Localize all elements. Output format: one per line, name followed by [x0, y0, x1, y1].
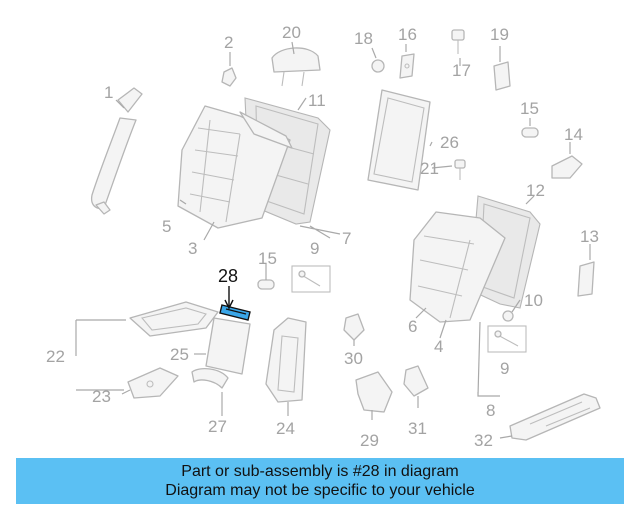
label-27: 27 [208, 417, 227, 436]
part-31-bracket[interactable] [403, 365, 429, 397]
label-28-highlighted: 28 [218, 266, 238, 286]
label-29: 29 [360, 431, 379, 450]
part-17-bolt[interactable] [451, 29, 465, 54]
label-30: 30 [344, 349, 363, 368]
label-9a: 9 [310, 239, 319, 258]
part-1-side-trim[interactable] [90, 87, 143, 215]
label-25: 25 [170, 345, 189, 364]
label-9b: 9 [500, 359, 509, 378]
part-24-armrest-housing[interactable] [265, 317, 307, 403]
label-1: 1 [104, 83, 113, 102]
label-5: 5 [162, 217, 171, 236]
part-30-bracket[interactable] [343, 313, 365, 341]
right-seat-back-assembly[interactable] [409, 195, 541, 323]
label-11: 11 [308, 91, 326, 110]
part-10-nut[interactable] [502, 310, 514, 322]
part-21-bolt[interactable] [454, 159, 466, 180]
label-6: 6 [408, 317, 417, 336]
part-14-hinge[interactable] [551, 155, 583, 179]
part-29-bracket[interactable] [355, 371, 393, 413]
part-15a-pin[interactable] [521, 127, 539, 138]
part-16-bracket[interactable] [399, 53, 415, 79]
label-4: 4 [434, 337, 443, 356]
part-27-armrest[interactable] [191, 367, 229, 389]
label-14: 14 [564, 125, 583, 144]
part-9a-bolt-kit[interactable] [291, 265, 331, 293]
label-19: 19 [490, 25, 509, 44]
part-32-rail[interactable] [509, 393, 601, 441]
banner-line-1: Part or sub-assembly is #28 in diagram [181, 463, 459, 480]
label-16: 16 [398, 25, 417, 44]
part-26-back-panel[interactable] [367, 89, 431, 191]
part-19-latch-cover[interactable] [493, 61, 511, 91]
label-17: 17 [452, 61, 471, 80]
label-31: 31 [408, 419, 427, 438]
part-15b-pin[interactable] [257, 279, 275, 290]
label-22: 22 [46, 347, 65, 366]
part-labels: 1 2 20 11 18 16 17 19 15 14 26 21 12 13 … [46, 23, 599, 450]
part-18-grommet[interactable] [371, 59, 385, 73]
part-9b-bolt-kit[interactable] [487, 325, 527, 353]
label-32: 32 [474, 431, 493, 450]
part-28-highlighted-strip[interactable] [219, 304, 251, 321]
label-24: 24 [276, 419, 295, 438]
exploded-seat-diagram: 1 2 20 11 18 16 17 19 15 14 26 21 12 13 … [46, 23, 601, 450]
label-8: 8 [486, 401, 495, 420]
info-banner: Part or sub-assembly is #28 in diagram D… [16, 458, 624, 504]
label-10: 10 [524, 291, 543, 310]
label-3: 3 [188, 239, 197, 258]
part-23-base-plate[interactable] [127, 367, 179, 399]
part-13-trim-cover[interactable] [577, 261, 595, 297]
label-15b: 15 [258, 249, 277, 268]
part-22-cushion[interactable] [129, 301, 219, 337]
part-25-pad[interactable] [205, 317, 251, 375]
label-23: 23 [92, 387, 111, 406]
label-21: 21 [420, 159, 439, 178]
part-20-headrest[interactable] [271, 47, 321, 87]
label-7: 7 [342, 229, 351, 248]
banner-line-2: Diagram may not be specific to your vehi… [165, 482, 475, 499]
label-20: 20 [282, 23, 301, 42]
part-2-clip[interactable] [221, 67, 237, 87]
label-15a: 15 [520, 99, 539, 118]
left-seat-back-assembly[interactable] [177, 97, 331, 229]
label-2: 2 [224, 33, 233, 52]
leader-lines [75, 41, 591, 439]
label-13: 13 [580, 227, 599, 246]
label-26: 26 [440, 133, 459, 152]
label-18: 18 [354, 29, 373, 48]
label-12: 12 [526, 181, 545, 200]
